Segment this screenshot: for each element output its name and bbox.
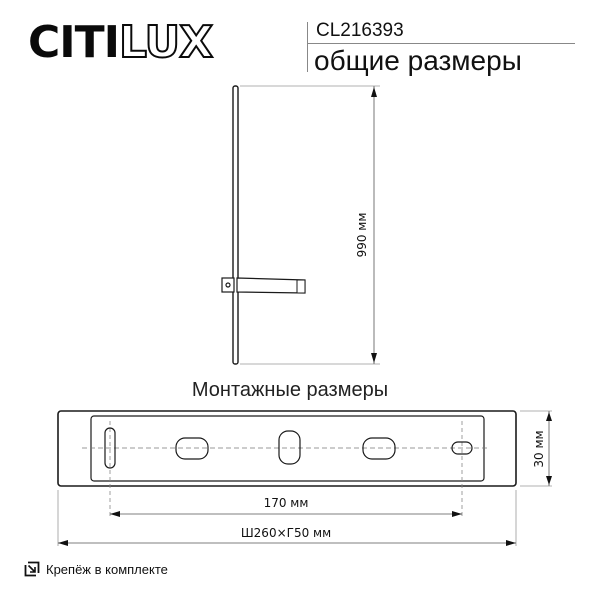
mount-hole-1 bbox=[175, 437, 209, 460]
lamp-arm bbox=[236, 277, 306, 294]
mount-hole-2 bbox=[362, 437, 396, 460]
hole-spacing-label: 170 мм bbox=[264, 496, 309, 510]
mount-included-icon bbox=[24, 561, 40, 577]
brand-logo: CITILUX bbox=[28, 17, 214, 69]
mount-slot-left bbox=[104, 427, 116, 469]
lamp-bar bbox=[232, 85, 239, 365]
header-rule bbox=[307, 43, 575, 44]
mount-slot-right bbox=[451, 441, 473, 455]
footer-text: Крепёж в комплекте bbox=[46, 561, 168, 577]
model-number: CL216393 bbox=[316, 20, 404, 41]
page-title: общие размеры bbox=[314, 45, 522, 76]
overall-size-label: Ш260×Г50 мм bbox=[241, 526, 331, 540]
header-divider bbox=[307, 22, 308, 72]
mount-outline-inner bbox=[90, 415, 485, 482]
footer-note: Крепёж в комплекте bbox=[24, 561, 168, 577]
brand-logo-outline: LUX bbox=[118, 17, 214, 69]
mounting-title: Монтажные размеры bbox=[191, 379, 389, 401]
mount-height-label: 30 мм bbox=[532, 430, 546, 467]
brand-logo-solid: CITI bbox=[28, 17, 120, 68]
mount-hole-center bbox=[278, 430, 301, 465]
height-dimension-label: 990 мм bbox=[355, 213, 369, 258]
